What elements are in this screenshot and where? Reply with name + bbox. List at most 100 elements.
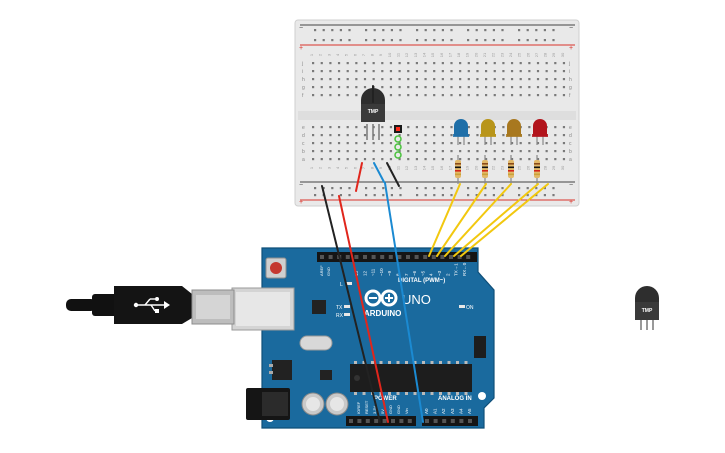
breadboard-hole[interactable] [476,62,479,65]
breadboard-hole[interactable] [476,70,479,73]
rail-hole[interactable] [416,187,419,190]
breadboard-hole[interactable] [502,62,505,65]
breadboard-hole[interactable] [407,62,410,65]
breadboard-hole[interactable] [467,62,470,65]
rail-hole[interactable] [322,29,325,32]
breadboard-hole[interactable] [562,78,566,81]
spare-tmp-sensor[interactable]: TMP [635,286,659,330]
breadboard-hole[interactable] [493,78,496,81]
breadboard-hole[interactable] [441,62,444,65]
breadboard-hole[interactable] [329,94,332,97]
breadboard-hole[interactable] [337,86,341,89]
breadboard-hole[interactable] [502,126,505,129]
rail-hole[interactable] [475,39,478,42]
rail-hole[interactable] [501,29,504,32]
breadboard-hole[interactable] [528,158,531,161]
rail-hole[interactable] [373,194,376,197]
breadboard-hole[interactable] [441,86,444,89]
rail-hole[interactable] [433,187,436,190]
breadboard-hole[interactable] [493,158,496,161]
breadboard-hole[interactable] [415,126,418,129]
breadboard-hole[interactable] [545,150,548,153]
breadboard-hole[interactable] [346,86,349,89]
breadboard-hole[interactable] [381,62,384,65]
breadboard-hole[interactable] [562,134,566,137]
breadboard-hole[interactable] [407,78,410,81]
header-pin[interactable] [365,419,370,423]
led-blue[interactable] [453,119,469,145]
breadboard-hole[interactable] [459,158,462,161]
breadboard-hole[interactable] [450,126,453,129]
breadboard-hole[interactable] [363,142,367,145]
breadboard-hole[interactable] [476,150,479,153]
breadboard-hole[interactable] [346,134,349,137]
breadboard-hole[interactable] [407,150,410,153]
header-pin[interactable] [363,255,367,259]
rail-hole[interactable] [331,39,334,42]
rail-hole[interactable] [348,39,351,42]
breadboard-hole[interactable] [355,94,358,97]
breadboard-hole[interactable] [502,70,505,73]
breadboard-hole[interactable] [312,142,315,145]
breadboard-hole[interactable] [459,78,462,81]
breadboard-hole[interactable] [312,126,315,129]
rail-hole[interactable] [365,194,368,197]
rail-hole[interactable] [501,39,504,42]
breadboard-hole[interactable] [363,78,367,81]
rail-hole[interactable] [339,187,342,190]
rail-hole[interactable] [399,39,402,42]
breadboard-hole[interactable] [476,86,479,89]
rail-hole[interactable] [441,39,444,42]
breadboard-hole[interactable] [519,150,522,153]
breadboard-hole[interactable] [389,150,393,153]
breadboard-hole[interactable] [312,158,315,161]
breadboard-hole[interactable] [381,150,384,153]
breadboard-hole[interactable] [441,126,444,129]
rail-hole[interactable] [416,194,419,197]
breadboard-hole[interactable] [536,86,540,89]
rail-hole[interactable] [518,39,521,42]
rail-hole[interactable] [475,194,478,197]
breadboard-hole[interactable] [554,94,557,97]
breadboard-hole[interactable] [398,94,401,97]
breadboard-hole[interactable] [372,158,375,161]
breadboard-hole[interactable] [554,62,557,65]
resistor[interactable] [455,155,461,184]
breadboard-hole[interactable] [467,94,470,97]
header-pin[interactable] [468,419,472,423]
rail-hole[interactable] [399,194,402,197]
breadboard-hole[interactable] [415,78,418,81]
breadboard-hole[interactable] [459,86,462,89]
breadboard-hole[interactable] [528,62,531,65]
breadboard-hole[interactable] [467,86,470,89]
breadboard-hole[interactable] [519,158,522,161]
breadboard-hole[interactable] [554,142,557,145]
wire-black-gnd[interactable] [321,185,381,423]
breadboard-hole[interactable] [510,150,514,153]
rail-hole[interactable] [382,194,385,197]
breadboard-hole[interactable] [415,94,418,97]
breadboard-hole[interactable] [545,94,548,97]
rail-hole[interactable] [535,187,538,190]
breadboard-hole[interactable] [337,134,341,137]
rail-hole[interactable] [416,39,419,42]
rail-hole[interactable] [535,39,538,42]
rail-hole[interactable] [543,187,546,190]
breadboard-hole[interactable] [493,94,496,97]
breadboard-hole[interactable] [510,62,514,65]
breadboard-hole[interactable] [355,70,358,73]
rail-hole[interactable] [450,29,453,32]
analog-header[interactable] [422,416,478,426]
rail-hole[interactable] [484,187,487,190]
breadboard-hole[interactable] [502,134,505,137]
breadboard-hole[interactable] [389,78,393,81]
wires[interactable] [321,85,549,423]
breadboard-hole[interactable] [355,62,358,65]
rail-hole[interactable] [441,29,444,32]
breadboard-hole[interactable] [450,134,453,137]
breadboard-hole[interactable] [562,86,566,89]
breadboard-hole[interactable] [536,158,540,161]
breadboard-hole[interactable] [312,78,315,81]
breadboard-hole[interactable] [545,78,548,81]
rail-hole[interactable] [424,39,427,42]
